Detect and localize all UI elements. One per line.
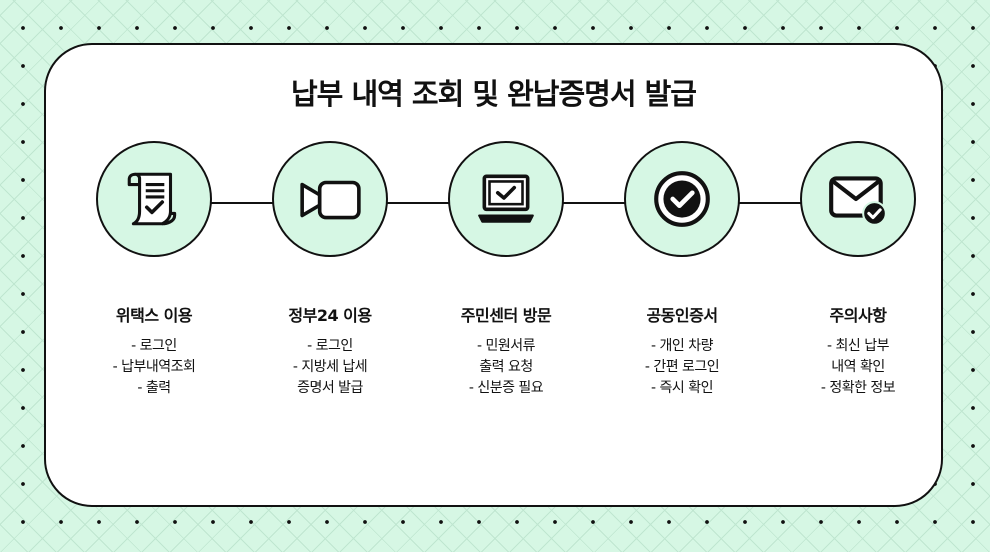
step-wetax: 위택스 이용 - 로그인 - 납부내역조회 - 출력	[64, 141, 244, 399]
step-title: 주민센터 방문	[460, 306, 552, 325]
step-detail-line: - 출력	[137, 380, 171, 396]
video-camera-icon	[300, 180, 361, 220]
step-title: 정부24 이용	[288, 306, 372, 325]
step-title: 위택스 이용	[115, 306, 193, 325]
document-check-icon	[127, 172, 177, 226]
step-detail-line: 출력 요청	[479, 359, 533, 375]
step-community-center: 주민센터 방문 - 민원서류 출력 요청 - 신분증 필요	[416, 141, 596, 399]
step-detail-line: - 즉시 확인	[651, 380, 713, 396]
step-icon-circle	[800, 141, 916, 257]
step-details: - 로그인 - 지방세 납세 증명서 발급	[240, 336, 420, 399]
content-card: 납부 내역 조회 및 완납증명서 발급 위택스 이용 - 로그인 - 납부내역조…	[44, 43, 943, 507]
step-gov24: 정부24 이용 - 로그인 - 지방세 납세 증명서 발급	[240, 141, 420, 399]
step-icon-circle	[448, 141, 564, 257]
step-details: - 개인 차량 - 간편 로그인 - 즉시 확인	[592, 336, 772, 399]
step-detail-line: - 개인 차량	[651, 338, 713, 354]
step-title: 공동인증서	[646, 306, 718, 325]
step-detail-line: - 지방세 납세	[292, 359, 368, 375]
mail-check-icon	[829, 176, 887, 226]
page-title: 납부 내역 조회 및 완납증명서 발급	[290, 77, 697, 111]
step-detail-line: 증명서 발급	[297, 380, 363, 396]
step-detail-line: - 신분증 필요	[468, 380, 544, 396]
step-details: - 민원서류 출력 요청 - 신분증 필요	[416, 336, 596, 399]
step-details: - 최신 납부 내역 확인 - 정확한 정보	[768, 336, 948, 399]
check-circle-icon	[654, 171, 710, 227]
step-detail-line: - 납부내역조회	[112, 359, 196, 375]
step-detail-line: - 로그인	[307, 338, 353, 354]
step-detail-line: - 간편 로그인	[644, 359, 720, 375]
step-detail-line: - 민원서류	[476, 338, 536, 354]
step-icon-circle	[272, 141, 388, 257]
step-icon-circle	[96, 141, 212, 257]
step-icon-circle	[624, 141, 740, 257]
step-notice: 주의사항 - 최신 납부 내역 확인 - 정확한 정보	[768, 141, 948, 399]
step-title: 주의사항	[829, 306, 887, 325]
step-detail-line: - 로그인	[131, 338, 177, 354]
step-detail-line: 내역 확인	[831, 359, 885, 375]
step-certificate: 공동인증서 - 개인 차량 - 간편 로그인 - 즉시 확인	[592, 141, 772, 399]
laptop-check-icon	[478, 174, 534, 223]
step-detail-line: - 최신 납부	[827, 338, 889, 354]
step-details: - 로그인 - 납부내역조회 - 출력	[64, 336, 244, 399]
step-detail-line: - 정확한 정보	[820, 380, 896, 396]
